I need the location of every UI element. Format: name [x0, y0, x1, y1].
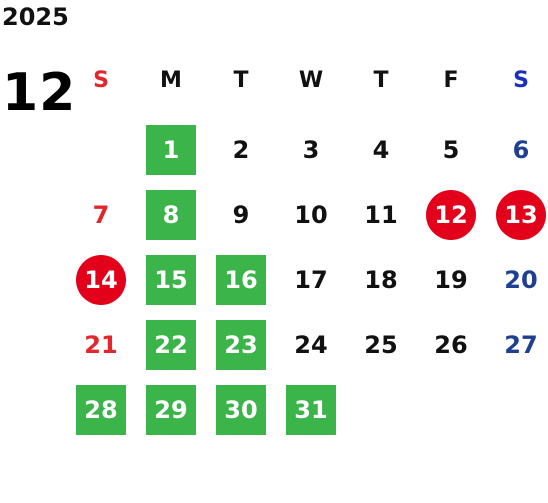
weekday-header-wed: W: [298, 68, 324, 93]
day-cell-2[interactable]: 2: [232, 136, 250, 164]
day-cell-13[interactable]: 13: [496, 190, 546, 240]
month-label: 12: [2, 63, 77, 123]
day-cell-14[interactable]: 14: [76, 255, 126, 305]
day-cell-21[interactable]: 21: [84, 331, 118, 359]
year-label: 2025: [2, 3, 69, 31]
day-cell-27[interactable]: 27: [504, 331, 538, 359]
day-cell-16[interactable]: 16: [216, 255, 266, 305]
day-cell-6[interactable]: 6: [512, 136, 530, 164]
day-cell-30[interactable]: 30: [216, 385, 266, 435]
day-cell-1[interactable]: 1: [146, 125, 196, 175]
day-cell-15[interactable]: 15: [146, 255, 196, 305]
day-cell-3[interactable]: 3: [302, 136, 320, 164]
day-cell-10[interactable]: 10: [294, 201, 328, 229]
day-cell-4[interactable]: 4: [372, 136, 390, 164]
day-cell-11[interactable]: 11: [364, 201, 398, 229]
day-cell-29[interactable]: 29: [146, 385, 196, 435]
weekday-header-thu: T: [373, 68, 389, 93]
day-cell-5[interactable]: 5: [442, 136, 460, 164]
day-cell-8[interactable]: 8: [146, 190, 196, 240]
day-cell-28[interactable]: 28: [76, 385, 126, 435]
day-cell-22[interactable]: 22: [146, 320, 196, 370]
weekday-header-sun: S: [93, 68, 109, 93]
day-cell-24[interactable]: 24: [294, 331, 328, 359]
day-cell-31[interactable]: 31: [286, 385, 336, 435]
day-cell-19[interactable]: 19: [434, 266, 468, 294]
day-cell-9[interactable]: 9: [232, 201, 250, 229]
day-cell-12[interactable]: 12: [426, 190, 476, 240]
day-cell-20[interactable]: 20: [504, 266, 538, 294]
day-cell-7[interactable]: 7: [92, 201, 110, 229]
weekday-header-fri: F: [443, 68, 459, 93]
day-cell-23[interactable]: 23: [216, 320, 266, 370]
day-cell-18[interactable]: 18: [364, 266, 398, 294]
day-cell-17[interactable]: 17: [294, 266, 328, 294]
weekday-header-sat: S: [513, 68, 529, 93]
day-cell-26[interactable]: 26: [434, 331, 468, 359]
weekday-header-mon: M: [160, 68, 182, 93]
day-cell-25[interactable]: 25: [364, 331, 398, 359]
weekday-header-tue: T: [233, 68, 249, 93]
